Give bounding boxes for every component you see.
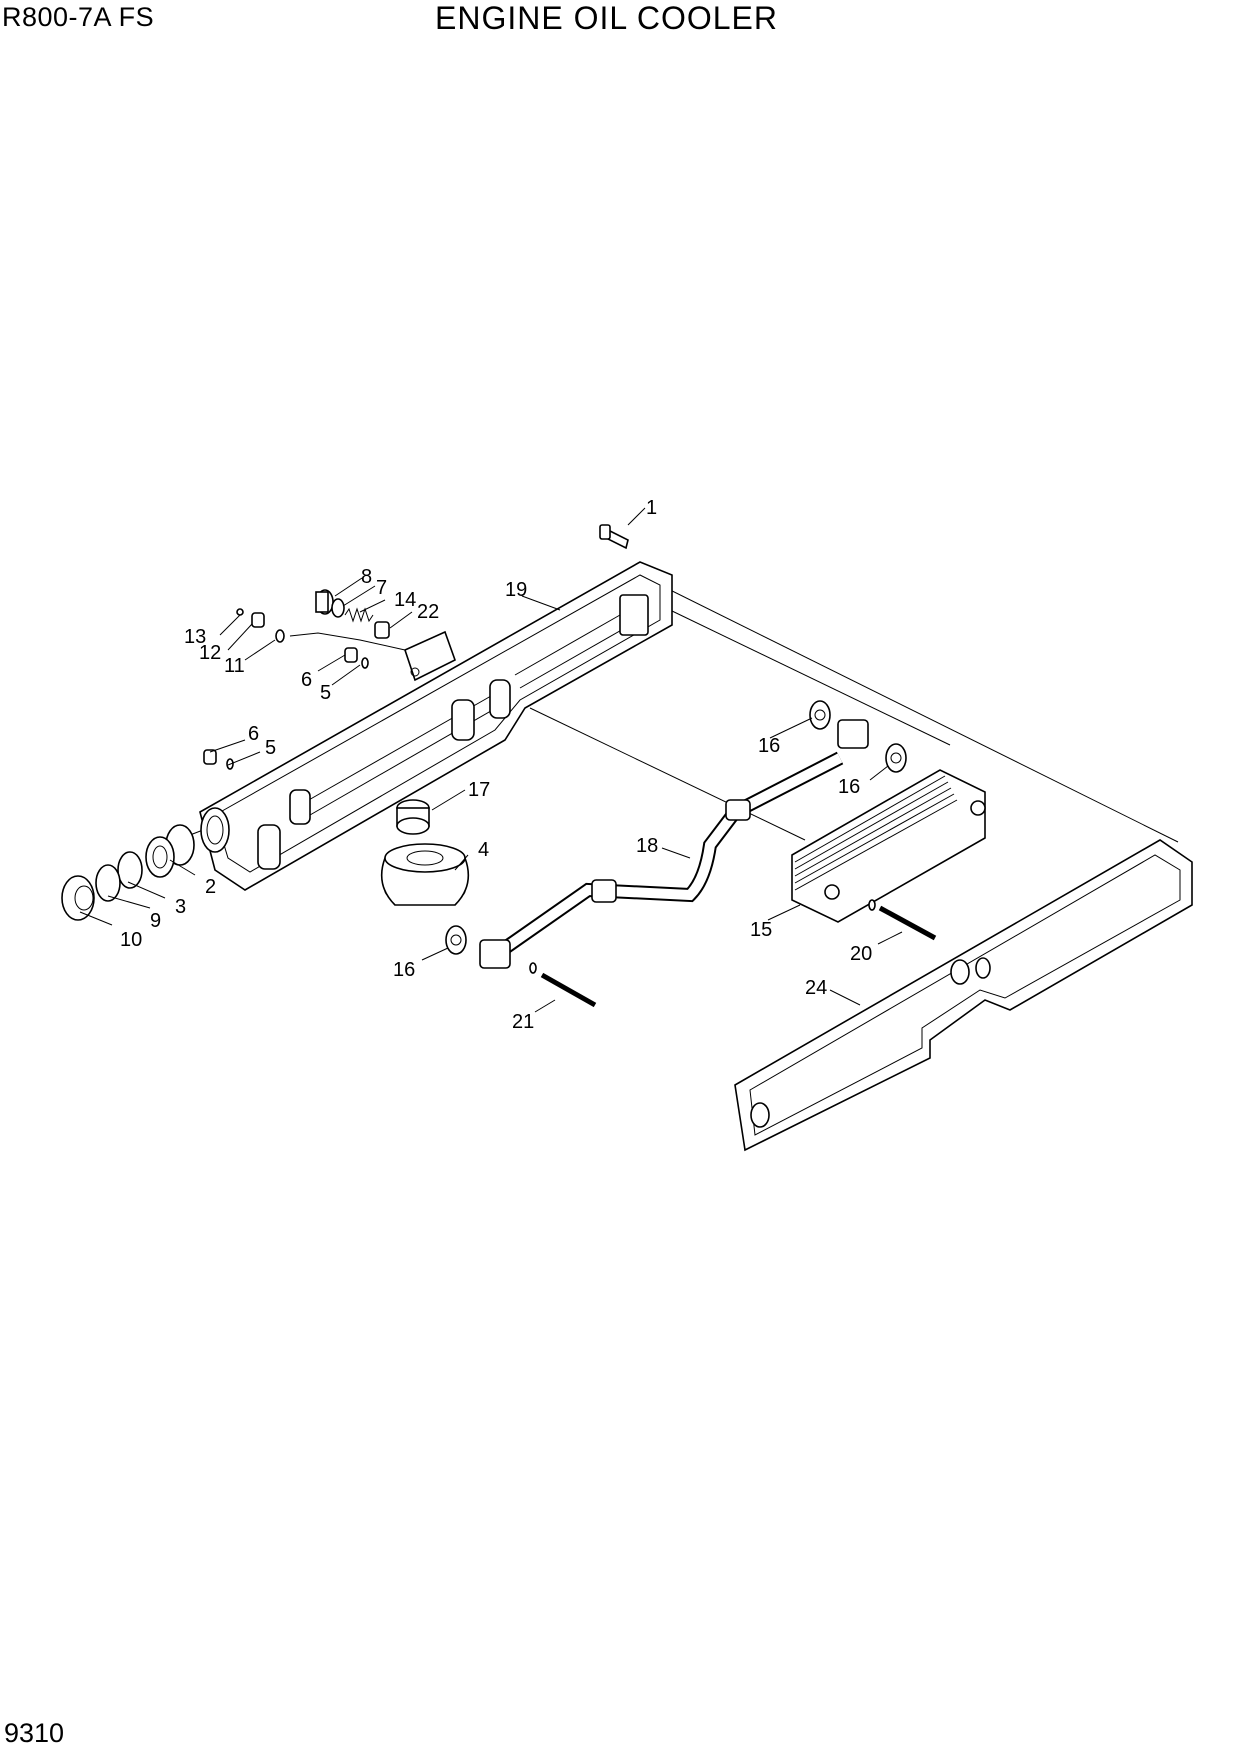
plug-part-8 <box>315 589 334 615</box>
callout-2: 2 <box>205 876 216 898</box>
plug-part-2 <box>145 824 195 878</box>
callout-8: 8 <box>361 566 372 588</box>
plug-part-6-lower <box>203 749 217 765</box>
callout-14: 14 <box>394 589 416 611</box>
callout-13: 13 <box>184 626 206 648</box>
callout-11: 11 <box>224 655 245 677</box>
callout-24: 24 <box>805 977 827 999</box>
bolt-part-21 <box>540 972 597 1008</box>
callout-9: 9 <box>150 910 161 932</box>
callout-19: 19 <box>505 579 527 601</box>
filter-part-4 <box>380 843 470 906</box>
callout-4: 4 <box>478 839 489 861</box>
page-number: 9310 <box>4 1718 65 1748</box>
oil-cooler-core-part-15 <box>791 769 986 923</box>
callout-16-bottom: 16 <box>393 959 415 981</box>
washer-part-21 <box>529 962 537 974</box>
callout-5-upper: 5 <box>320 682 331 704</box>
washer-part-13 <box>236 608 244 616</box>
gasket-part-24 <box>734 839 1193 1152</box>
callout-12: 12 <box>199 642 221 664</box>
callout-15: 15 <box>750 919 772 941</box>
callout-16-top: 16 <box>758 735 780 757</box>
callout-5-lower: 5 <box>265 737 276 759</box>
o-ring-7 <box>331 598 345 618</box>
callout-20: 20 <box>850 943 872 965</box>
bolt-part-20 <box>878 905 937 941</box>
model-label: R800-7A FS <box>2 2 155 32</box>
page-title: ENGINE OIL COOLER <box>435 0 778 36</box>
callout-10: 10 <box>120 929 142 951</box>
oil-cooler-housing <box>199 561 673 891</box>
cover-part-10 <box>61 875 95 921</box>
plug-part-6-upper <box>344 647 358 663</box>
valve-part-22 <box>374 621 390 639</box>
o-ring-9 <box>95 864 121 902</box>
callout-3: 3 <box>175 896 186 918</box>
gasket-part-16-bottom <box>445 925 467 955</box>
callout-18: 18 <box>636 835 658 857</box>
housing-end-cap <box>200 807 230 853</box>
callout-17: 17 <box>468 779 490 801</box>
gasket-part-16-top <box>809 700 831 730</box>
callout-1: 1 <box>646 497 657 519</box>
callout-6-upper: 6 <box>301 669 312 691</box>
oil-pipe-part-18 <box>479 719 869 969</box>
callout-22: 22 <box>417 601 439 623</box>
callout-numbers: 1 8 7 14 22 19 13 12 11 6 5 6 5 16 16 17… <box>120 497 872 1033</box>
o-ring-11 <box>275 629 285 643</box>
callout-6-lower: 6 <box>248 723 259 745</box>
callout-16-mid: 16 <box>838 776 860 798</box>
bolt-part-1 <box>599 524 629 550</box>
washer-part-20 <box>868 899 876 911</box>
fitting-part-12 <box>251 612 265 628</box>
spring-part-14 <box>344 607 374 623</box>
bushing-part-17 <box>396 799 430 835</box>
callout-21: 21 <box>512 1011 534 1033</box>
seal-part-5-upper <box>361 657 369 669</box>
o-ring-3 <box>117 851 143 889</box>
callout-7: 7 <box>376 577 387 599</box>
gasket-part-16-mid <box>885 743 907 773</box>
leader-lines <box>79 507 903 1013</box>
